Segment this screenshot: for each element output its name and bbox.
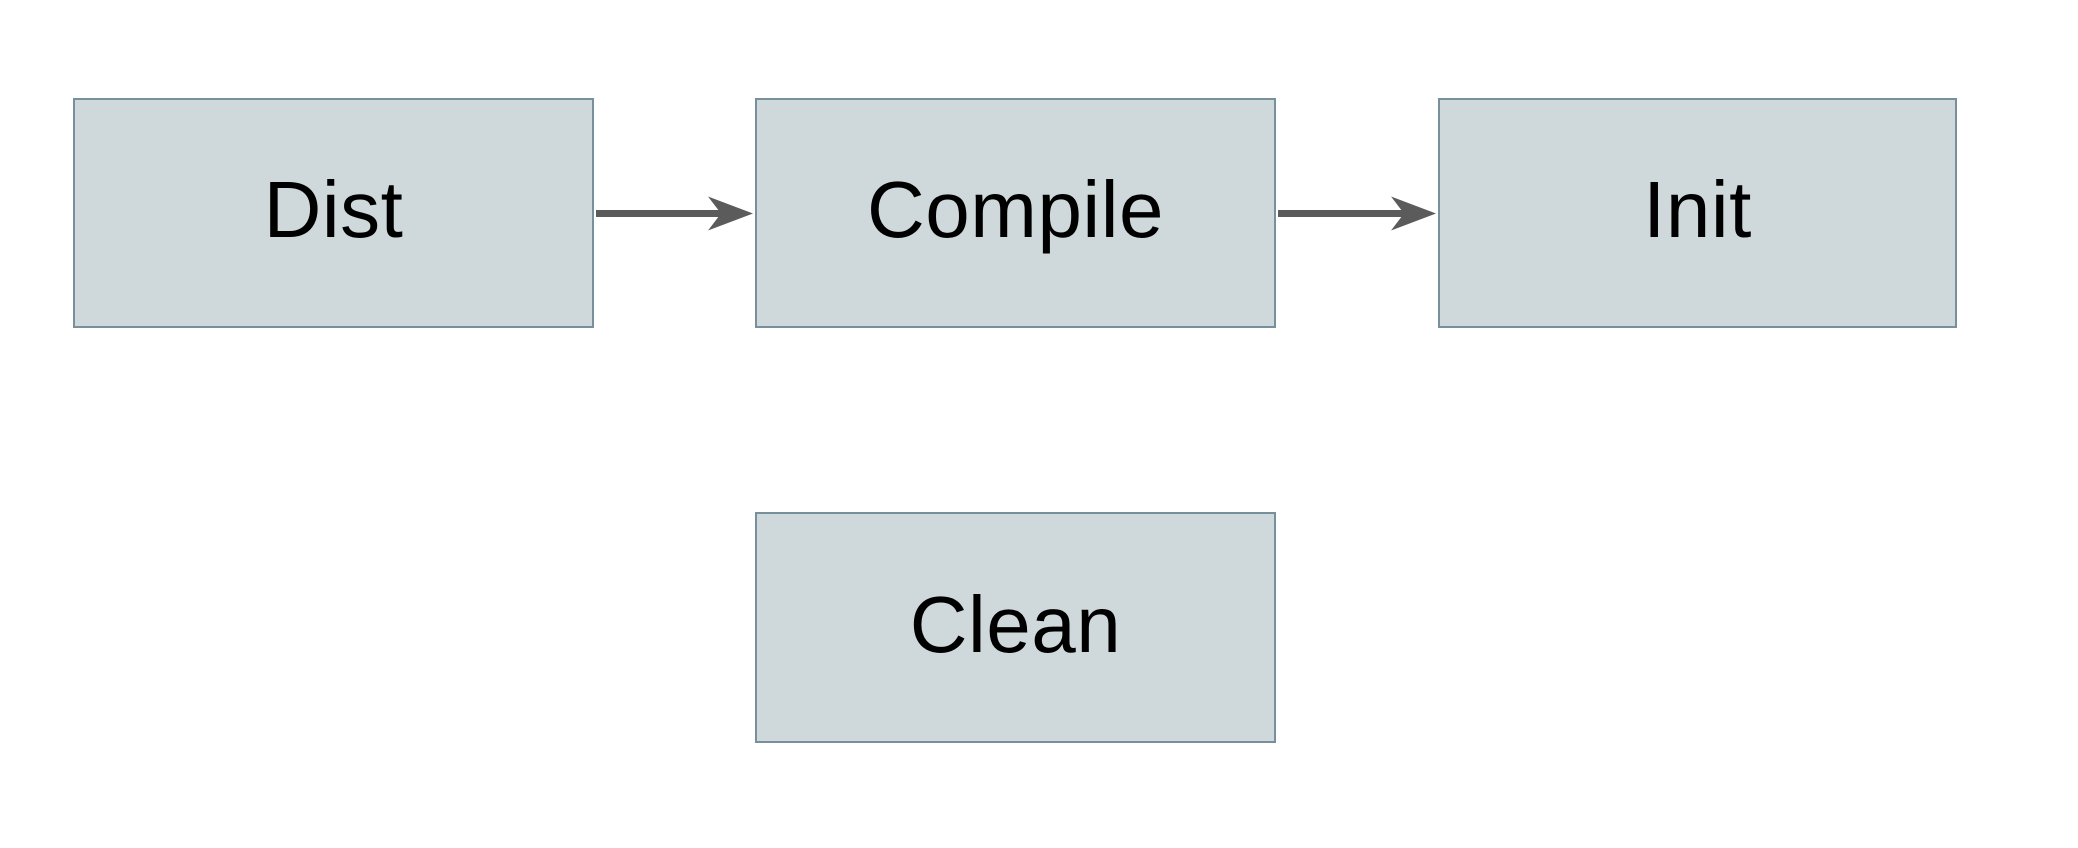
arrowhead-icon — [1391, 196, 1436, 231]
edge-compile-to-init[interactable] — [1278, 196, 1436, 231]
node-compile[interactable]: Compile — [755, 98, 1276, 328]
node-dist-label: Dist — [263, 165, 404, 254]
node-dist[interactable]: Dist — [73, 98, 594, 328]
arrowhead-icon — [708, 196, 753, 231]
node-init[interactable]: Init — [1438, 98, 1957, 328]
node-compile-label: Compile — [867, 165, 1164, 254]
node-init-label: Init — [1643, 165, 1752, 254]
node-clean[interactable]: Clean — [755, 512, 1276, 743]
node-clean-label: Clean — [909, 579, 1122, 669]
edge-dist-to-compile[interactable] — [596, 196, 753, 231]
